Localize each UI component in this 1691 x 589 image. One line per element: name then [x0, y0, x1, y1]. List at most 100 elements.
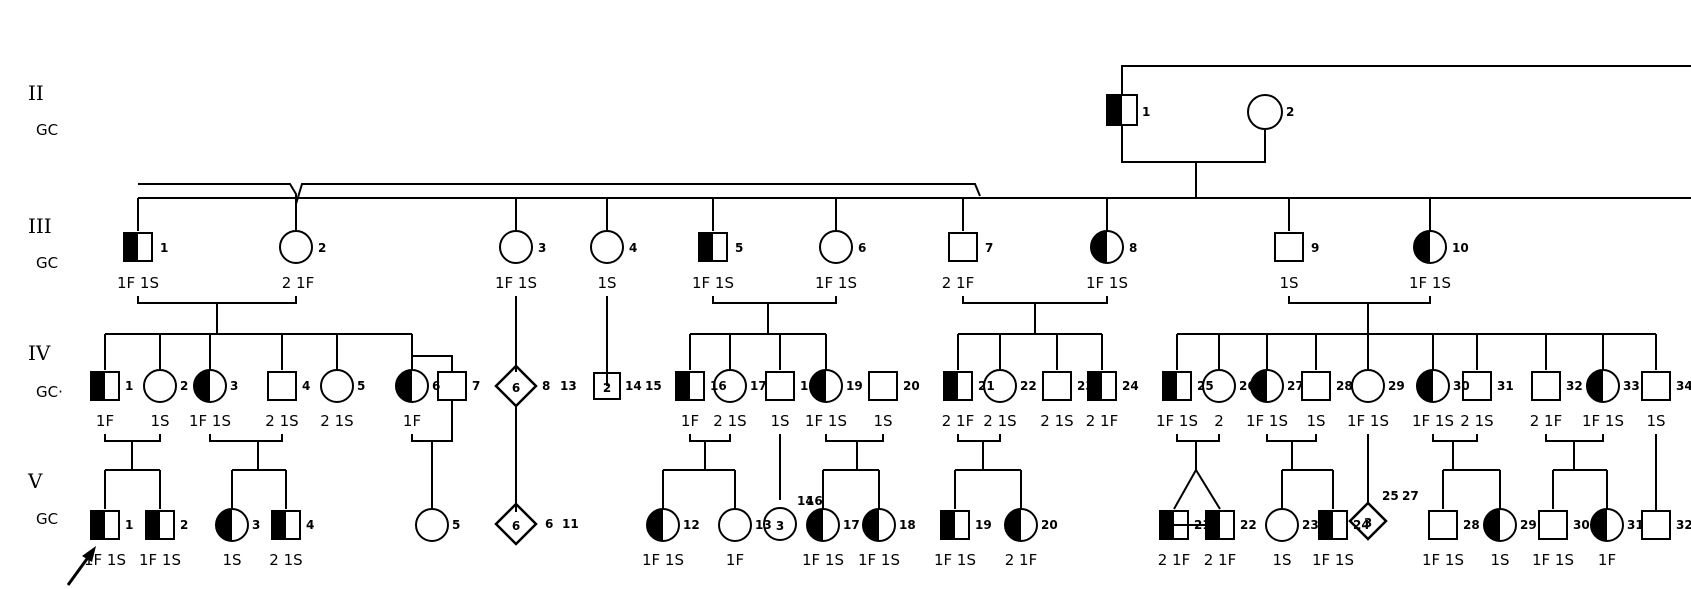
iv-22-gc: 2 1S	[983, 412, 1016, 430]
iv-26-gc: 2	[1214, 412, 1224, 430]
iii-2-female-symbol	[279, 230, 313, 264]
iv-34-male-symbol	[1641, 371, 1671, 401]
v-18-gc: 1F 1S	[858, 551, 900, 569]
v-diamond-right-count: 3	[1364, 516, 1372, 530]
iv-18-gc: 1S	[770, 412, 789, 430]
v-14-id: 14	[797, 494, 814, 508]
v-2-id: 2	[180, 518, 188, 532]
iv-8-id: 8	[542, 379, 550, 393]
iv-15-id: 15	[645, 379, 662, 393]
v-28-male-symbol	[1428, 510, 1458, 540]
iii-1-male-symbol	[123, 232, 153, 262]
generation-numeral: V	[27, 469, 43, 493]
line-of-descent	[1288, 296, 1431, 304]
generation-numeral: II	[28, 81, 44, 105]
line-of-descent	[712, 296, 837, 304]
iv-2-gc: 1S	[150, 412, 169, 430]
line-of-descent	[689, 434, 731, 442]
ii-1-male-symbol	[1106, 94, 1138, 126]
generation-gc-label: GC	[36, 121, 58, 139]
v-12-female-symbol	[646, 508, 680, 542]
iii-5-gc: 1F 1S	[692, 274, 734, 292]
iv-1-id: 1	[125, 379, 133, 393]
iv-13-id: 13	[560, 379, 577, 393]
iv-20-male-symbol	[868, 371, 898, 401]
generation-gc-label: GC·	[36, 383, 63, 401]
line-of-descent	[1266, 434, 1317, 442]
iv-34-gc: 1S	[1646, 412, 1665, 430]
iv-31-id: 31	[1497, 379, 1514, 393]
v-6-id: 6	[545, 517, 553, 531]
v-28-gc: 1F 1S	[1422, 551, 1464, 569]
iii-5-id: 5	[735, 241, 743, 255]
v-25-id: 25	[1382, 489, 1399, 503]
v-24-id: 24	[1353, 518, 1370, 532]
iii-6-id: 6	[858, 241, 866, 255]
iv-31-gc: 2 1S	[1460, 412, 1493, 430]
iv-19-id: 19	[846, 379, 863, 393]
iv-2-id: 2	[180, 379, 188, 393]
v-22-male-symbol	[1205, 510, 1235, 540]
iii-3-id: 3	[538, 241, 546, 255]
iv-24-gc: 2 1F	[1086, 412, 1118, 430]
iv-17-gc: 2 1S	[713, 412, 746, 430]
iv-30-id: 30	[1453, 379, 1470, 393]
iv-29-id: 29	[1388, 379, 1405, 393]
v-32-id: 32	[1676, 518, 1691, 532]
iii-5-male-symbol	[698, 232, 728, 262]
line-of-descent	[1121, 65, 1691, 96]
iii-10-female-symbol	[1413, 230, 1447, 264]
iv-32-male-symbol	[1531, 371, 1561, 401]
line-of-descent	[412, 355, 453, 372]
iii-2-gc: 2 1F	[282, 274, 314, 292]
iv-14-id: 14	[625, 379, 642, 393]
ii-2-female-symbol	[1247, 94, 1283, 130]
iii-6-gc: 1F 1S	[815, 274, 857, 292]
v-18-id: 18	[899, 518, 916, 532]
v-17-gc: 1F 1S	[802, 551, 844, 569]
v-27-id: 27	[1402, 489, 1419, 503]
v-13-id: 13	[755, 518, 772, 532]
iv-31-male-symbol	[1462, 371, 1492, 401]
v-2-male-symbol	[145, 510, 175, 540]
v-circle-count: 3	[776, 519, 784, 533]
iii-1-id: 1	[160, 241, 168, 255]
iv-5-female-symbol	[320, 369, 354, 403]
v-21-male-symbol	[1159, 510, 1189, 540]
line-of-descent	[825, 434, 884, 442]
iii-6-female-symbol	[819, 230, 853, 264]
v-30-gc: 1F 1S	[1532, 551, 1574, 569]
pedigree-symbols	[66, 94, 1671, 586]
v-diamond-symbol	[494, 502, 538, 546]
iv-16-male-symbol	[675, 371, 705, 401]
iv-25-male-symbol	[1162, 371, 1192, 401]
iii-2-id: 2	[318, 241, 326, 255]
iv-32-id: 32	[1566, 379, 1583, 393]
v-30-id: 30	[1573, 518, 1590, 532]
v-1-male-symbol	[90, 510, 120, 540]
line-of-descent	[1176, 434, 1220, 442]
iii-7-gc: 2 1F	[942, 274, 974, 292]
iv-5-id: 5	[357, 379, 365, 393]
iii-10-gc: 1F 1S	[1409, 274, 1451, 292]
line-of-descent	[1195, 469, 1221, 510]
iv-17-female-symbol	[713, 369, 747, 403]
v-30-male-symbol	[1538, 510, 1568, 540]
v-21-id: 21	[1194, 518, 1211, 532]
iv-4-male-symbol	[267, 371, 297, 401]
iv-23-gc: 2 1S	[1040, 412, 1073, 430]
v-3-female-symbol	[215, 508, 249, 542]
iii-10-id: 10	[1452, 241, 1469, 255]
v-count-circle-symbol	[763, 507, 797, 541]
v-4-id: 4	[306, 518, 314, 532]
pedigree-lines	[104, 65, 1691, 526]
v-20-gc: 2 1F	[1005, 551, 1037, 569]
v-17-id: 17	[843, 518, 860, 532]
v-13-gc: 1F	[726, 551, 744, 569]
iii-9-gc: 1S	[1279, 274, 1298, 292]
iv-23-male-symbol	[1042, 371, 1072, 401]
v-3-gc: 1S	[222, 551, 241, 569]
v-3-id: 3	[252, 518, 260, 532]
